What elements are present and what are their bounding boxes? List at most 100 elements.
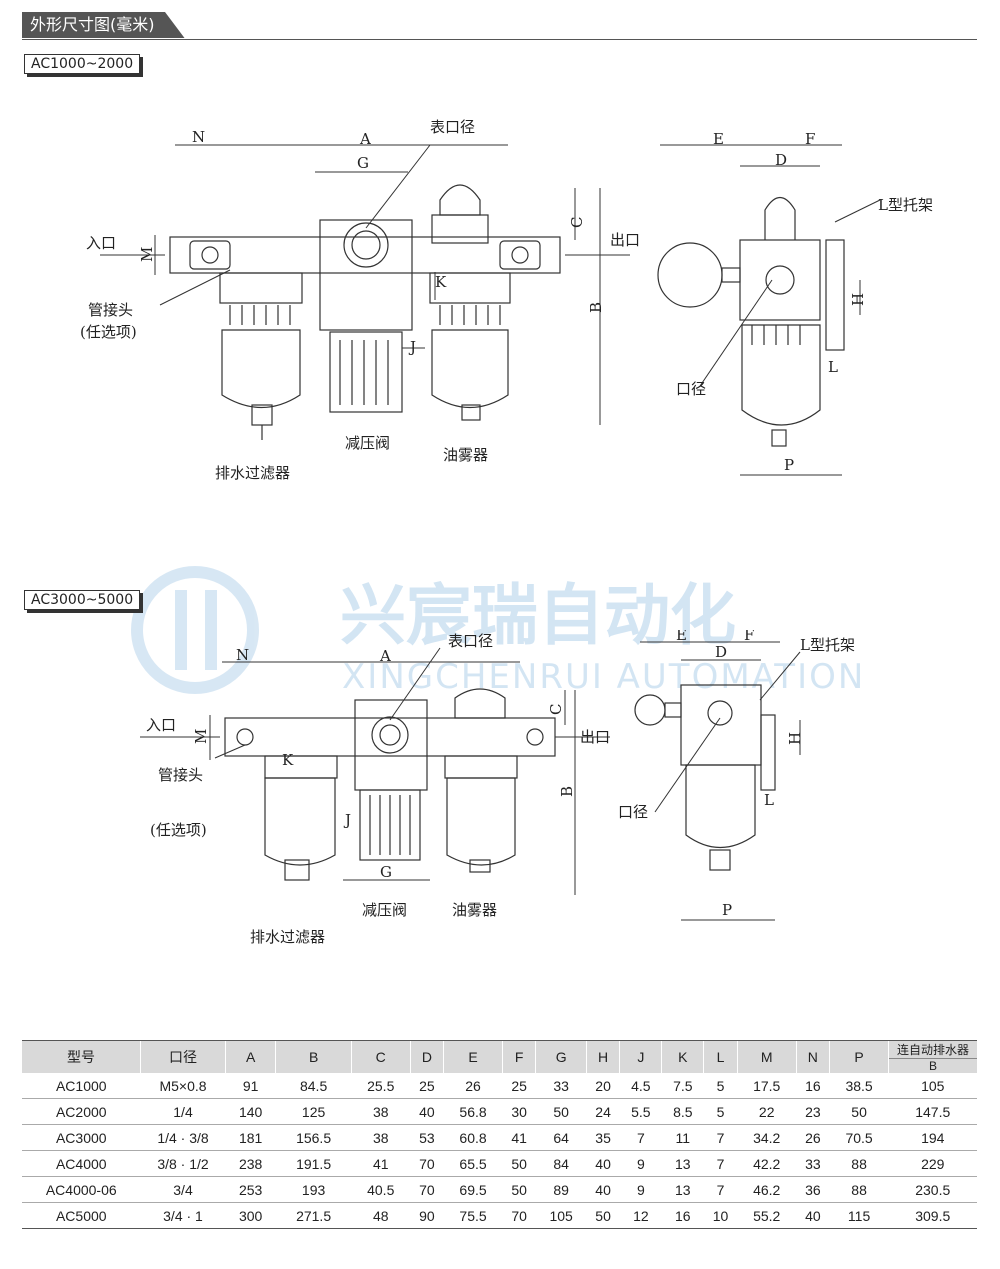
table-cell: 42.2	[737, 1150, 797, 1177]
port-size-label-2: 口径	[618, 803, 648, 821]
col-header: G	[535, 1040, 587, 1073]
dim-p-label: P	[784, 456, 794, 474]
dim-k-label-2: K	[282, 751, 294, 769]
model-range-label-1: AC1000~2000	[24, 54, 141, 74]
table-cell: 193	[275, 1176, 352, 1203]
dim-c-label-2: C	[547, 704, 565, 715]
dim-h-label-2: H	[786, 732, 804, 745]
table-cell: 53	[410, 1124, 444, 1151]
dim-d-label: D	[775, 151, 787, 169]
table-cell: 16	[661, 1202, 704, 1229]
table-cell: 309.5	[888, 1202, 977, 1229]
table-cell: 1/4	[140, 1098, 226, 1125]
dim-a-label-2: A	[379, 647, 391, 665]
table-cell: 33	[796, 1150, 830, 1177]
table-cell: M5×0.8	[140, 1073, 226, 1099]
col-header: B	[275, 1040, 352, 1073]
optional-label: (任选项)	[80, 323, 137, 341]
drain-filter-label-2: 排水过滤器	[250, 928, 325, 946]
table-cell: 300	[225, 1202, 276, 1229]
table-subheader-row: B	[22, 1058, 977, 1073]
dim-h-label: H	[849, 293, 867, 306]
dim-b-label-2: B	[558, 786, 576, 797]
regulator-label: 减压阀	[345, 434, 390, 452]
pipe-joint-label: 管接头	[88, 301, 133, 319]
table-cell: 229	[888, 1150, 977, 1177]
dim-d-label-2: D	[715, 643, 727, 661]
table-cell: 238	[225, 1150, 276, 1177]
dim-n-label-2: N	[236, 646, 249, 664]
inlet-label-2: 入口	[146, 716, 176, 734]
bracket-label: L型托架	[878, 196, 933, 214]
col-header: K	[661, 1040, 704, 1073]
col-header: 口径	[140, 1040, 226, 1073]
dim-j-label: J	[408, 338, 416, 356]
table-cell: 23	[796, 1098, 830, 1125]
table-cell: 11	[661, 1124, 704, 1151]
table-cell: 70	[502, 1202, 536, 1229]
table-cell: 9	[619, 1176, 662, 1203]
dim-e-label: E	[713, 130, 724, 148]
table-cell: 40	[796, 1202, 830, 1229]
model-cell: AC4000	[22, 1150, 141, 1177]
col-header: A	[224, 1040, 276, 1073]
table-cell: 38.5	[829, 1073, 889, 1099]
table-cell: 25	[502, 1073, 536, 1099]
table-cell: 13	[661, 1176, 704, 1203]
gauge-port-label-2: 表口径	[448, 632, 493, 650]
table-cell: 16	[796, 1073, 830, 1099]
page-title: 外形尺寸图(毫米)	[22, 12, 185, 38]
table-cell: 26	[443, 1073, 503, 1099]
table-cell: 7	[703, 1150, 738, 1177]
table-cell: 181	[225, 1124, 276, 1151]
table-cell: 7	[619, 1124, 662, 1151]
table-cell: 191.5	[275, 1150, 352, 1177]
spec-table: 型号 口径 A B C D E F G H J K L M N P 连自动排水器…	[22, 1040, 977, 1229]
col-header: M	[736, 1040, 797, 1073]
table-cell: 89	[535, 1176, 587, 1203]
inlet-label: 入口	[86, 234, 116, 252]
table-cell: 8.5	[661, 1098, 704, 1125]
table-cell: 88	[829, 1150, 889, 1177]
col-header: P	[829, 1040, 889, 1073]
gauge-port-label: 表口径	[430, 118, 475, 136]
table-cell: 140	[225, 1098, 276, 1125]
table-cell: 147.5	[888, 1098, 977, 1125]
col-header: J	[619, 1040, 662, 1073]
table-cell: 3/4 · 1	[140, 1202, 226, 1229]
table-cell: 125	[275, 1098, 352, 1125]
dim-b-label: B	[587, 302, 605, 313]
table-cell: 35	[586, 1124, 620, 1151]
table-cell: 36	[796, 1176, 830, 1203]
dim-p-label-2: P	[722, 901, 732, 919]
col-subheader: B	[888, 1058, 977, 1073]
col-header: 连自动排水器	[888, 1040, 977, 1059]
table-cell: 75.5	[443, 1202, 503, 1229]
table-cell: 41	[502, 1124, 536, 1151]
dim-f-label: F	[805, 130, 815, 148]
table-cell: 7	[703, 1176, 738, 1203]
table-cell: 20	[586, 1073, 620, 1099]
regulator-label-2: 减压阀	[362, 901, 407, 919]
table-cell: 115	[829, 1202, 889, 1229]
col-header: E	[443, 1040, 503, 1073]
bracket-label-2: L型托架	[800, 636, 855, 654]
table-cell: 5	[703, 1098, 738, 1125]
col-header: C	[350, 1040, 411, 1073]
col-header: 型号	[22, 1040, 141, 1073]
dim-e-label-2: E	[676, 630, 687, 644]
model-cell: AC3000	[22, 1124, 141, 1151]
dim-c-label: C	[568, 217, 586, 228]
table-cell: 105	[888, 1073, 977, 1099]
table-cell: 91	[225, 1073, 276, 1099]
table-cell: 60.8	[443, 1124, 503, 1151]
table-cell: 50	[502, 1150, 536, 1177]
drain-filter-label: 排水过滤器	[215, 464, 290, 482]
header-rule	[22, 39, 977, 40]
table-cell: 50	[829, 1098, 889, 1125]
port-size-label: 口径	[676, 380, 706, 398]
